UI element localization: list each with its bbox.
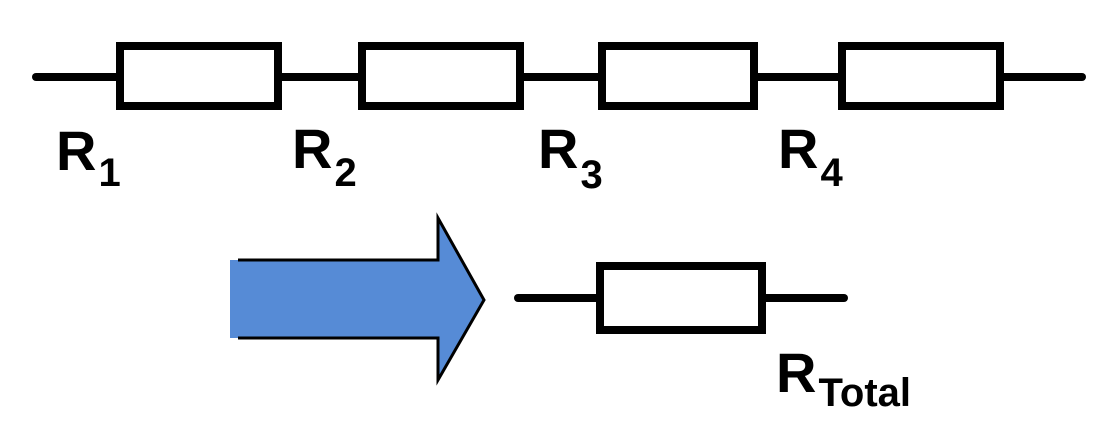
resistor-1-label: R1 <box>56 119 121 195</box>
right-arrow-icon <box>230 212 486 386</box>
resistor-3-label: R3 <box>538 117 603 197</box>
equivalent-resistor-icon <box>596 262 766 334</box>
resistor-2-label: R2 <box>292 117 357 195</box>
equivalent-resistor-label: RTotal <box>776 341 911 415</box>
equivalent-resistor <box>514 262 848 334</box>
resistor-2-icon <box>358 42 524 110</box>
resistor-1-icon <box>116 42 282 110</box>
resistor-4-icon <box>838 42 1004 110</box>
resistor-3-icon <box>598 42 758 110</box>
series-chain <box>32 42 1086 110</box>
resistor-4-label: R4 <box>778 117 843 195</box>
